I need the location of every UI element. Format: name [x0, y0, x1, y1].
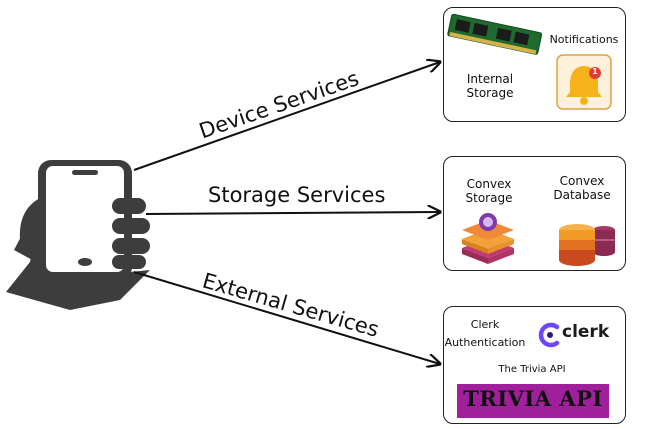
internal-storage-label: Internal Storage: [466, 72, 514, 100]
edge-label-storage-services: Storage Services: [208, 183, 386, 207]
arrow-external-services: [133, 271, 440, 364]
trivia-api-caption: The Trivia API: [498, 364, 566, 375]
notification-badge-count: 1: [592, 67, 598, 76]
convex-storage-label: Convex Storage: [465, 177, 513, 205]
trivia-api-logo-text: TRIVIA API: [463, 386, 603, 411]
convex-database-label: Convex Database: [553, 174, 611, 202]
arrow-storage-services: [145, 212, 440, 214]
arrow-device-services: [133, 62, 440, 171]
clerk-logo-text: clerk: [562, 322, 610, 342]
notifications-label: Notifications: [549, 33, 619, 46]
hand-holding-phone-icon: [6, 160, 150, 310]
clerk-authentication-label: Clerk Authentication: [444, 318, 526, 349]
edge-label-external-services: External Services: [199, 268, 382, 342]
edge-label-device-services: Device Services: [196, 66, 362, 144]
device-services-box: [443, 7, 626, 122]
